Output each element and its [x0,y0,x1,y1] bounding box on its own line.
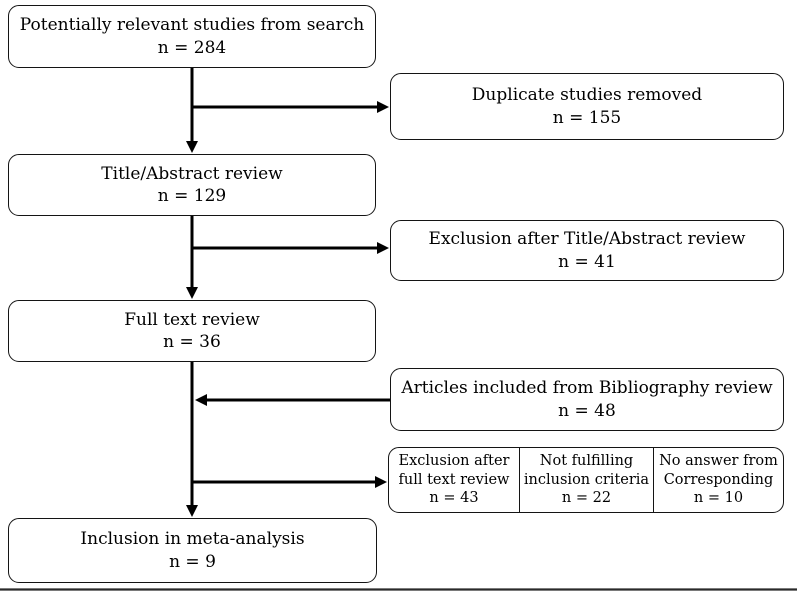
cell-line: No answer from [659,453,778,470]
arrow-to-title-abstract-exclusion [190,242,389,254]
arrow-search-to-title-abstract [186,68,198,153]
box-label: Inclusion in meta-analysis [80,529,305,550]
cell-count: n = 10 [693,490,744,507]
box-label: Articles included from Bibliography revi… [401,378,773,399]
cell-line: Not fulfilling [539,453,634,470]
box-label: Title/Abstract review [101,163,283,184]
cell-line: inclusion criteria [523,471,650,488]
table-cell-not-fulfilling-criteria: Not fulfilling inclusion criteria n = 22 [519,448,653,512]
box-bibliography-review: Articles included from Bibliography revi… [390,368,784,431]
arrow-full-text-to-inclusion [186,362,198,517]
arrow-bibliography-into-flow [195,394,390,406]
cell-line: Exclusion after [398,453,510,470]
box-label: Duplicate studies removed [471,85,703,106]
cell-line: Corresponding [663,471,774,488]
box-inclusion-meta-analysis: Inclusion in meta-analysis n = 9 [8,518,377,583]
box-count: n = 36 [163,332,221,352]
arrow-to-exclusion-table [190,476,387,488]
cell-count: n = 43 [429,490,479,507]
table-cell-no-answer-corresponding: No answer from Corresponding n = 10 [653,448,783,512]
arrow-title-abstract-to-full-text [186,216,198,299]
box-potentially-relevant-studies: Potentially relevant studies from search… [8,5,376,68]
cell-line: full text review [398,471,510,488]
box-count: n = 155 [552,107,622,128]
box-label: Exclusion after Title/Abstract review [428,229,746,250]
box-count: n = 9 [169,551,216,572]
box-count: n = 48 [558,400,616,421]
cell-count: n = 22 [561,490,612,507]
box-count: n = 41 [558,251,616,272]
box-title-abstract-review: Title/Abstract review n = 129 [8,154,376,216]
arrow-to-duplicate-removed [190,101,389,113]
table-cell-full-text-exclusion: Exclusion after full text review n = 43 [389,448,519,512]
exclusion-reasons-table: Exclusion after full text review n = 43 … [388,447,784,513]
box-full-text-review: Full text review n = 36 [8,300,376,362]
box-count: n = 284 [157,37,227,58]
box-duplicate-studies-removed: Duplicate studies removed n = 155 [390,73,784,140]
box-label: Potentially relevant studies from search [19,15,365,36]
box-exclusion-title-abstract: Exclusion after Title/Abstract review n … [390,220,784,281]
box-label: Full text review [124,309,260,330]
box-count: n = 129 [157,186,227,206]
